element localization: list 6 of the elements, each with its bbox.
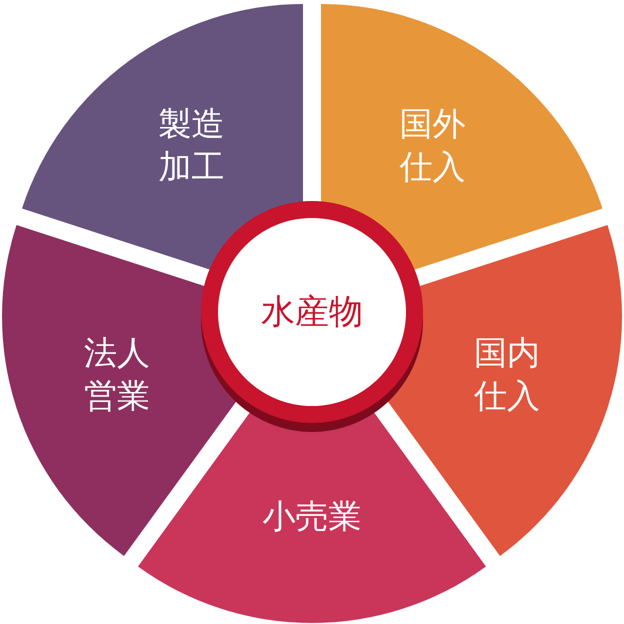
segment-label: 小売業 [261, 496, 362, 538]
segment-label: 法人営業 [83, 332, 151, 418]
center-label: 水産物 [261, 290, 363, 334]
segment-label: 国内仕入 [472, 332, 541, 418]
segment-label: 国外仕入 [398, 103, 466, 188]
segment-label: 製造加工 [157, 103, 226, 188]
